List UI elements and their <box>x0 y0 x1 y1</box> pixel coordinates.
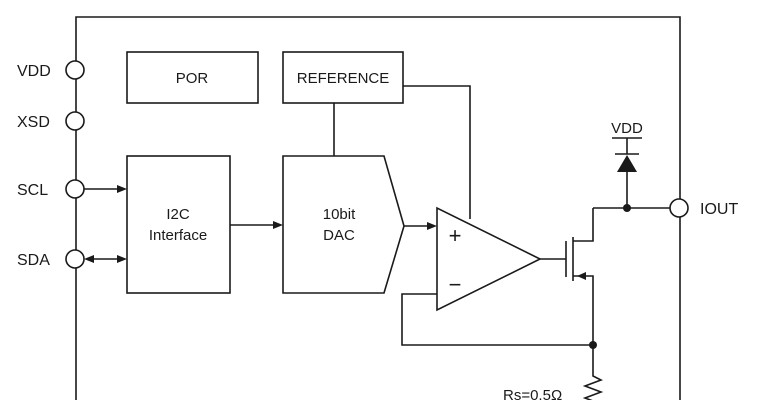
mosfet-source <box>573 275 594 345</box>
scl-arrowhead <box>117 185 127 193</box>
diode-symbol <box>617 155 637 172</box>
feedback-wire <box>401 293 593 346</box>
dac-block <box>282 155 405 294</box>
pin-vdd-circle <box>65 60 85 80</box>
dac-to-opamp-arrowhead <box>427 222 437 230</box>
dac-label-line2: DAC <box>323 227 355 244</box>
pin-scl-circle <box>65 179 85 199</box>
reference-block <box>282 51 404 104</box>
pin-xsd-label: XSD <box>17 114 50 131</box>
mosfet-drain <box>573 208 594 242</box>
opamp-minus: − <box>449 272 462 297</box>
por-block <box>126 51 259 104</box>
i2c-label-line2: Interface <box>149 227 207 244</box>
pin-iout-label: IOUT <box>700 201 738 218</box>
i2c-interface-block <box>126 155 231 294</box>
reference-label: REFERENCE <box>297 70 390 87</box>
sda-arrowhead-right <box>117 255 127 263</box>
mosfet-arrowhead <box>577 272 586 280</box>
sense-resistor-label: Rs=0.5Ω <box>503 387 562 400</box>
dac-label-line1: 10bit <box>323 206 356 223</box>
ref-to-opamp-wire <box>403 85 471 219</box>
i2c-to-dac-arrowhead <box>273 221 283 229</box>
pin-iout-circle <box>669 198 689 218</box>
sense-resistor <box>582 345 604 400</box>
por-label: POR <box>176 70 209 87</box>
opamp-plus: + <box>449 223 462 248</box>
i2c-label-line1: I2C <box>166 206 190 223</box>
pin-scl-label: SCL <box>17 182 48 199</box>
pin-xsd-circle <box>65 111 85 131</box>
opamp-triangle <box>436 206 542 312</box>
diode-vdd-label: VDD <box>611 120 643 137</box>
pin-vdd-label: VDD <box>17 63 51 80</box>
sda-arrowhead-left <box>84 255 94 263</box>
pin-sda-circle <box>65 249 85 269</box>
pin-sda-label: SDA <box>17 252 50 269</box>
